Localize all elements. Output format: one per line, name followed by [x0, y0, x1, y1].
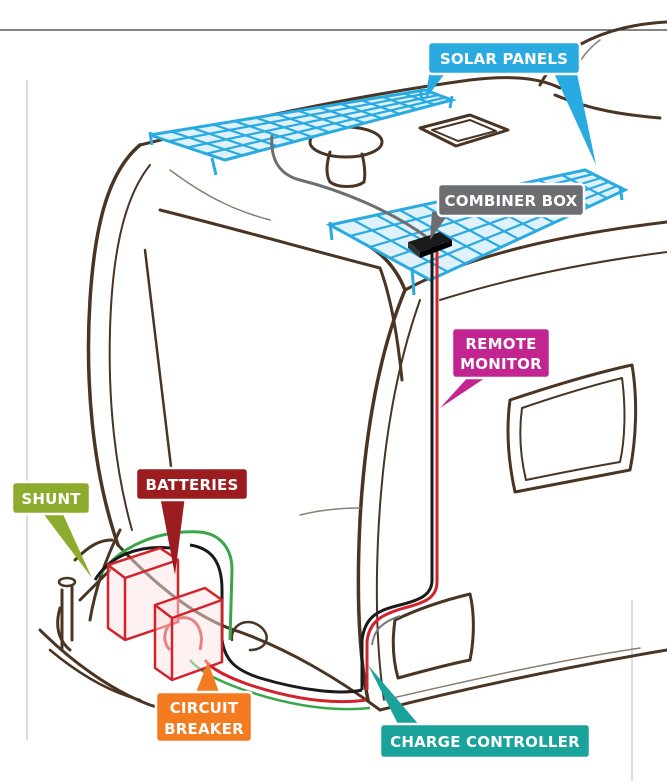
callout-combiner-box: COMBINER BOX — [430, 182, 586, 240]
label-circuit-breaker-line1: CIRCUIT — [170, 699, 239, 717]
label-solar-panels: SOLAR PANELS — [440, 50, 568, 68]
solar-panel-front — [148, 88, 457, 176]
label-remote-monitor-line2: MONITOR — [460, 355, 542, 373]
label-batteries: BATTERIES — [146, 476, 239, 494]
solar-cell-line — [187, 93, 439, 149]
callout-charge-controller: CHARGE CONTROLLER — [368, 665, 592, 760]
callout-circuit-breaker: CIRCUIT BREAKER — [154, 662, 254, 744]
callout-shunt: SHUNT — [10, 480, 92, 578]
battery-2 — [153, 586, 224, 682]
callout-remote-monitor: REMOTE MONITOR — [440, 326, 552, 408]
solar-cell-line — [399, 209, 484, 257]
page-frame — [0, 29, 667, 781]
label-circuit-breaker-line2: BREAKER — [164, 720, 244, 738]
solar-cell-line — [168, 91, 432, 143]
label-combiner-box: COMBINER BOX — [445, 192, 578, 210]
callout-batteries: BATTERIES — [134, 466, 250, 575]
label-charge-controller: CHARGE CONTROLLER — [390, 733, 580, 751]
solar-cell-line — [205, 96, 446, 155]
combiner-box — [408, 232, 452, 258]
label-shunt: SHUNT — [21, 490, 81, 508]
label-remote-monitor-line1: REMOTE — [465, 335, 536, 353]
callout-solar-panels: SOLAR PANELS — [425, 40, 596, 165]
